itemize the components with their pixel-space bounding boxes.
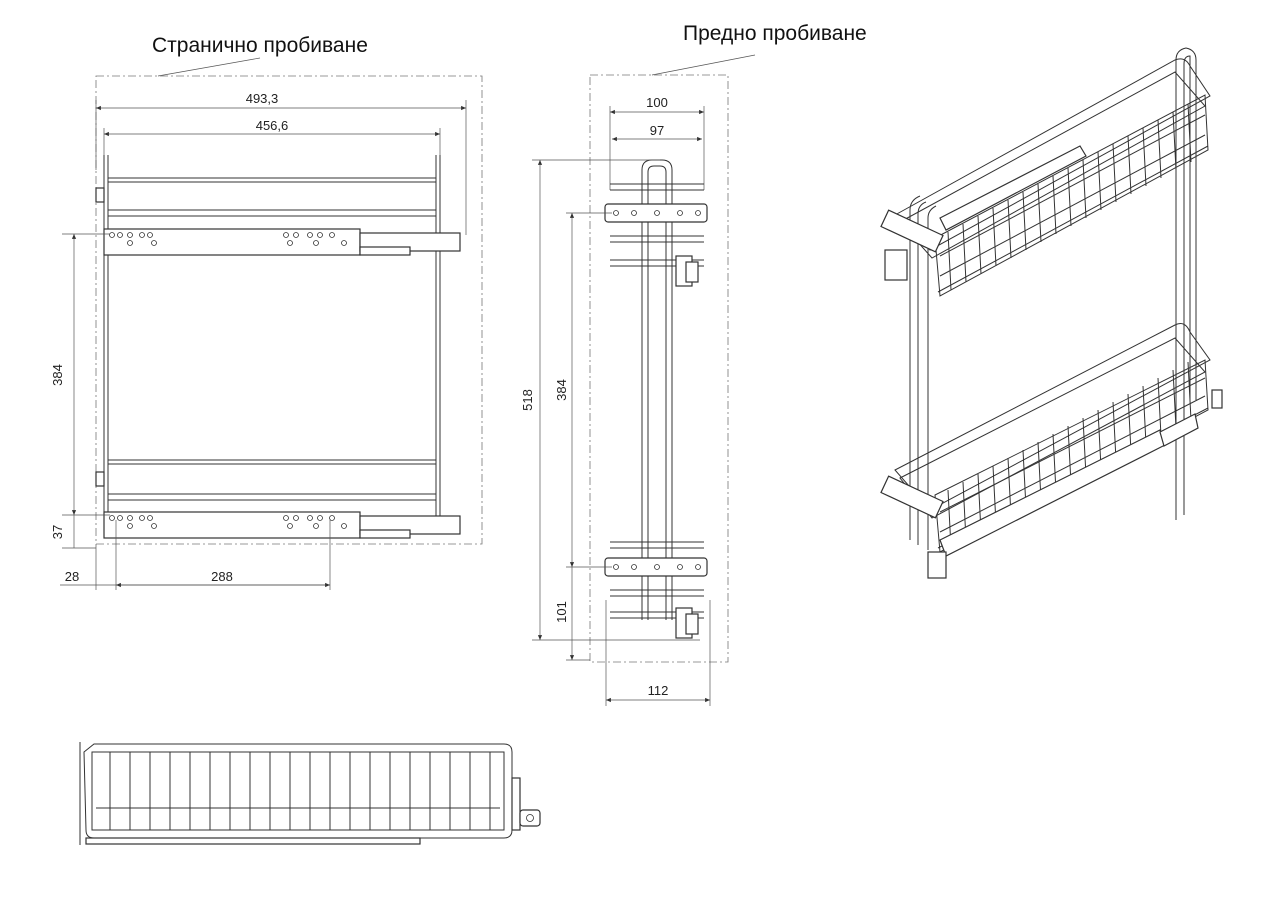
top-view-basket xyxy=(79,742,541,845)
side-view: 493,3 456,6 xyxy=(50,75,483,590)
front-view-title: Предно пробиване xyxy=(683,22,867,45)
dim-outer-width: 100 xyxy=(646,95,668,110)
dim-bottom-width: 112 xyxy=(648,683,669,698)
dim-bottom-offset-front: 101 xyxy=(554,601,569,623)
upper-basket-3d xyxy=(880,58,1211,297)
front-view: 100 97 xyxy=(520,74,729,706)
dim-left-offset: 28 xyxy=(65,569,79,584)
dim-total-height: 518 xyxy=(520,389,535,411)
upper-rail-side xyxy=(103,228,461,256)
side-view-title: Странично пробиване xyxy=(152,34,368,57)
side-cabinet-outline xyxy=(95,75,483,545)
dim-hole-spacing: 288 xyxy=(211,569,233,584)
dim-bottom-offset: 37 xyxy=(50,525,65,539)
front-cabinet-outline xyxy=(589,74,729,663)
dim-height-spacing: 384 xyxy=(50,364,65,386)
dim-inner-width: 456,6 xyxy=(256,118,289,133)
lower-basket-3d xyxy=(880,323,1223,579)
dim-total-width: 493,3 xyxy=(246,91,279,106)
dim-height-spacing-front: 384 xyxy=(554,379,569,401)
side-title-leader xyxy=(157,57,261,77)
dim-inner-width-front: 97 xyxy=(650,123,664,138)
front-title-leader xyxy=(651,54,756,76)
isometric-view xyxy=(880,47,1223,579)
lower-rail-side xyxy=(103,511,461,539)
